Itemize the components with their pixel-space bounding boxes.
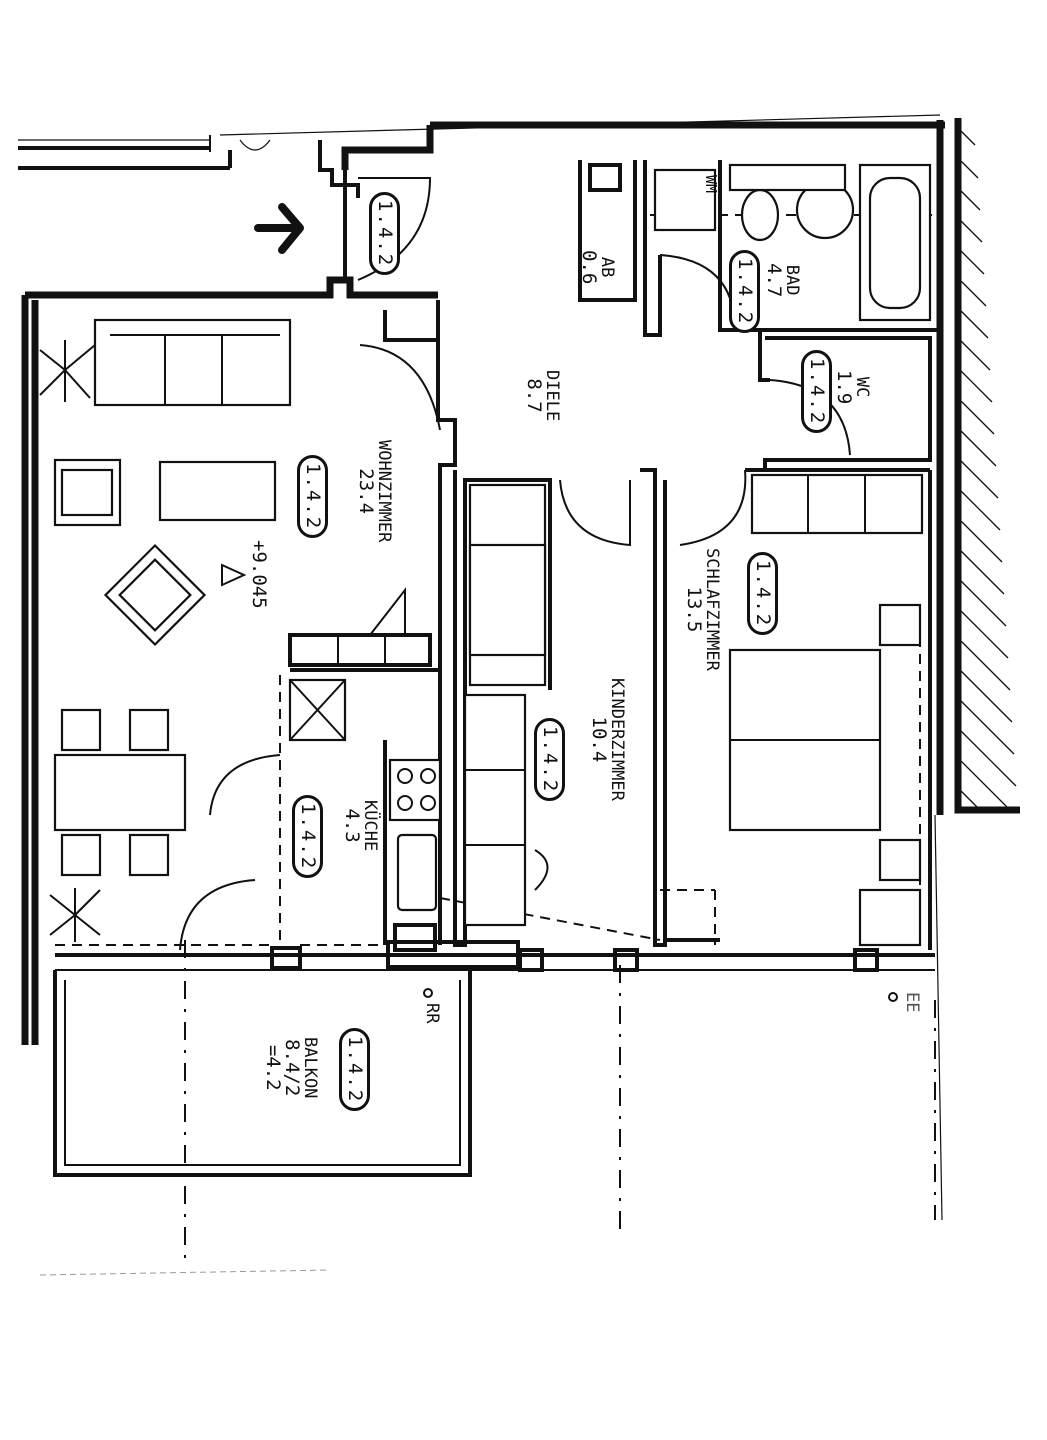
room-area: 8.7 bbox=[523, 378, 545, 413]
rr-annotation: RR bbox=[422, 1003, 442, 1024]
furniture bbox=[39, 163, 932, 947]
room-name: WC bbox=[852, 376, 872, 398]
dashed-lines bbox=[39, 214, 936, 1276]
room-name: BAD bbox=[782, 264, 802, 296]
room-name: AB bbox=[597, 256, 617, 278]
room-area: 4.3 bbox=[341, 808, 363, 843]
room-area: 23.4 bbox=[355, 468, 377, 515]
wc-tag: 1.4.2 bbox=[801, 350, 832, 434]
wm-label: WM bbox=[702, 175, 720, 194]
room-area: 13.5 bbox=[683, 586, 705, 633]
room-name: BALKON bbox=[300, 1037, 320, 1099]
room-name: KINDERZIMMER bbox=[607, 678, 627, 801]
room-name: SCHLAFZIMMER bbox=[702, 548, 722, 671]
bad-tag: 1.4.2 bbox=[729, 250, 760, 334]
ee-annotation: EE bbox=[902, 992, 922, 1013]
room-name: KÜCHE bbox=[360, 800, 380, 852]
balkon-tag: 1.4.2 bbox=[339, 1028, 370, 1112]
level-mark: +9.045 bbox=[248, 540, 270, 609]
room-name: DIELE bbox=[542, 370, 562, 422]
exterior-walls bbox=[21, 120, 945, 1221]
kueche-tag: 1.4.2 bbox=[292, 795, 323, 879]
entrance-tag: 1.4.2 bbox=[369, 192, 400, 276]
arrow-right-icon bbox=[254, 203, 304, 254]
balcony-outline bbox=[53, 970, 898, 1177]
interior-walls bbox=[270, 160, 940, 972]
room-area: 4.7 bbox=[763, 263, 785, 298]
kinderzimmer-tag: 1.4.2 bbox=[534, 718, 565, 802]
hatched-wall bbox=[954, 118, 1020, 814]
room-area-effective: =4.2 bbox=[262, 1044, 284, 1091]
room-area: 10.4 bbox=[588, 716, 610, 763]
room-area: 8.4/2 bbox=[281, 1039, 303, 1097]
room-area: 0.6 bbox=[578, 250, 600, 285]
room-area: 1.9 bbox=[833, 370, 855, 405]
wohnzimmer-tag: 1.4.2 bbox=[297, 455, 328, 539]
schlafzimmer-tag: 1.4.2 bbox=[747, 552, 778, 636]
room-name: WOHNZIMMER bbox=[374, 440, 394, 543]
